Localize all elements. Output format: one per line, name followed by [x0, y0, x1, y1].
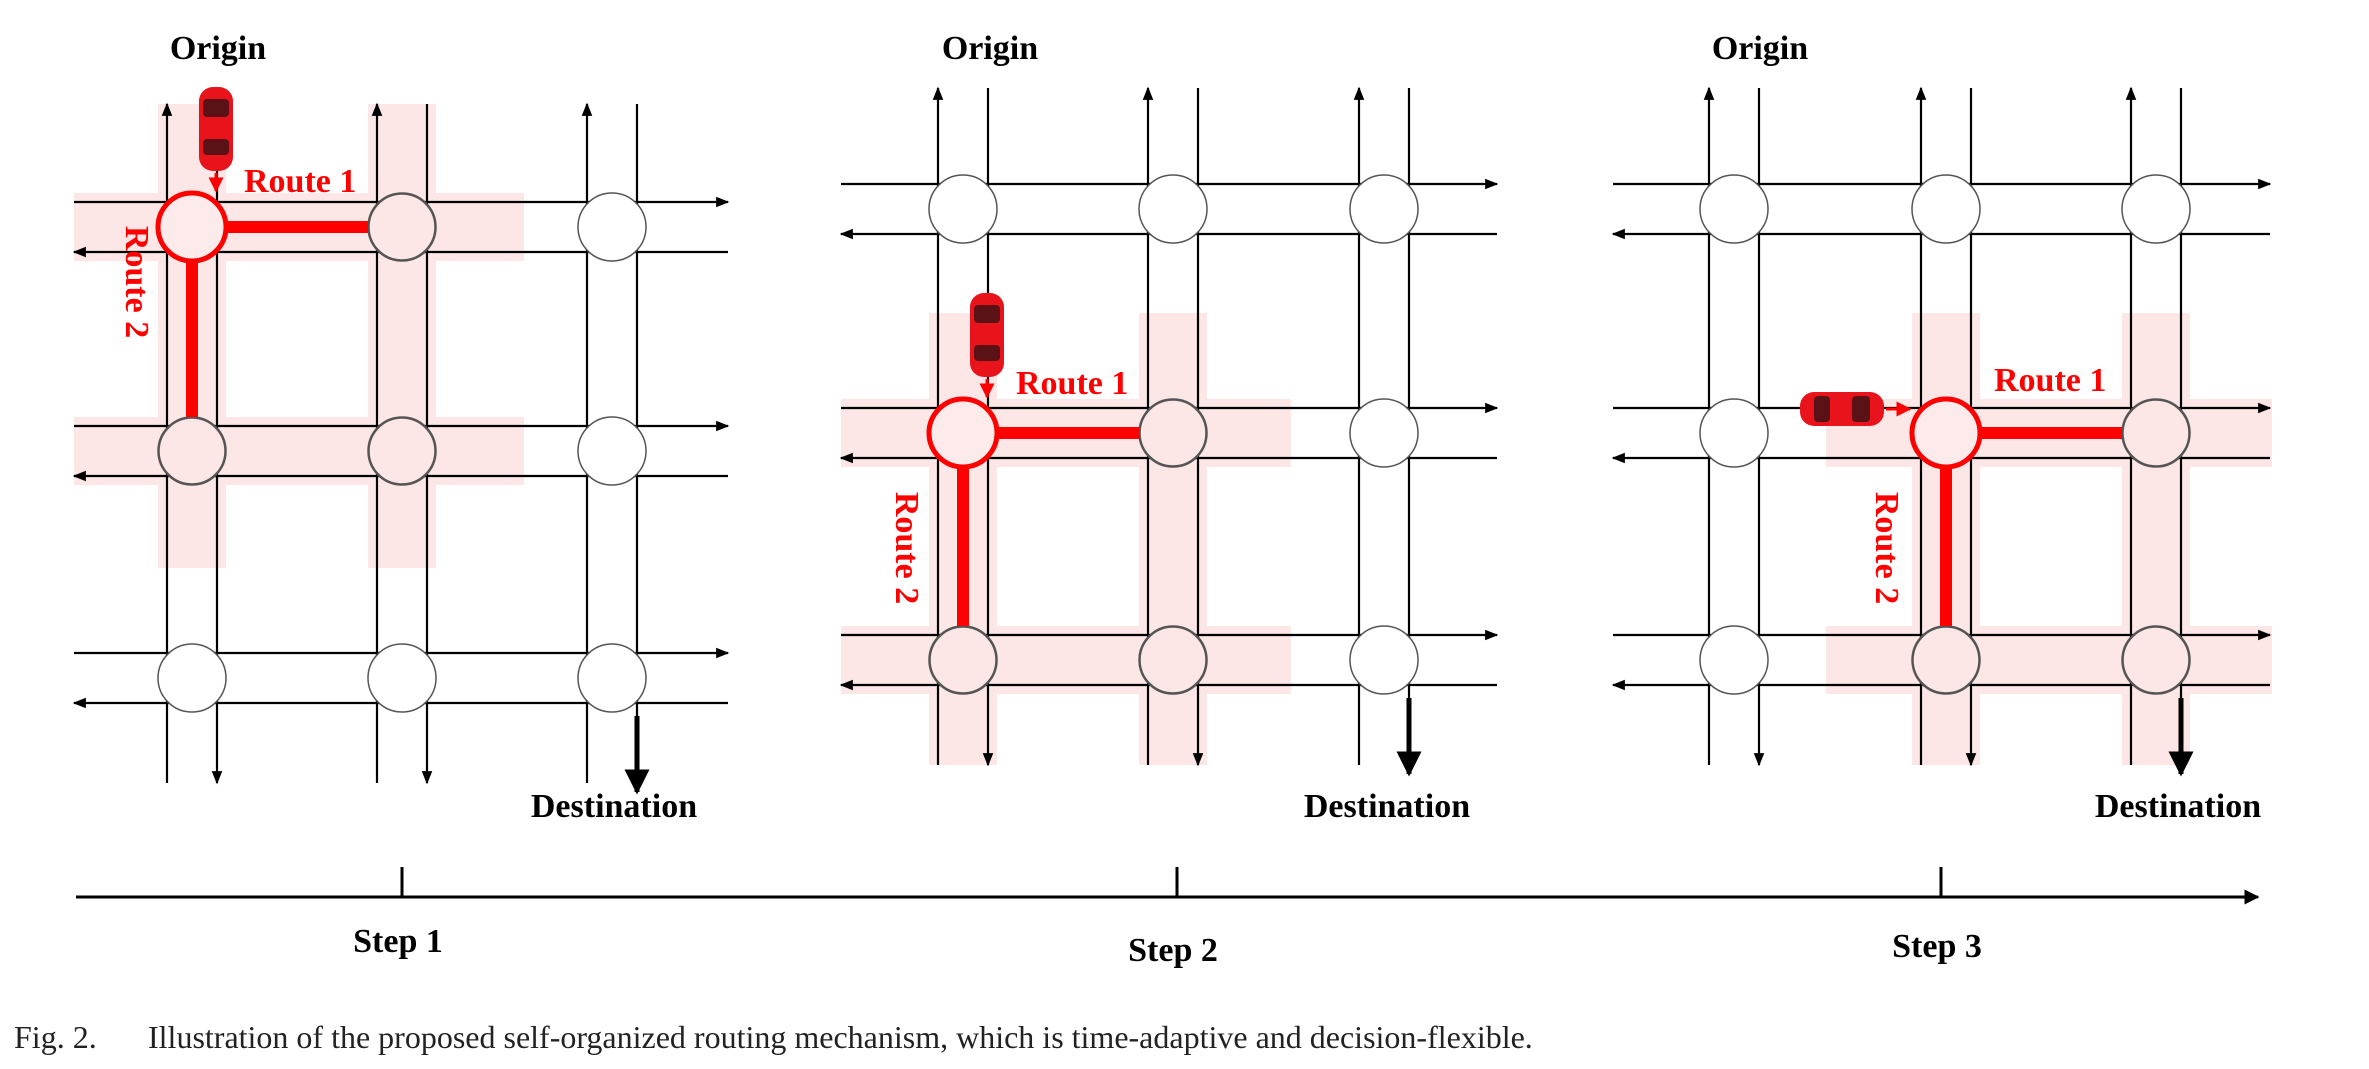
car-windshield: [203, 99, 229, 117]
intersection-node: [1911, 174, 1981, 244]
origin-label: Origin: [170, 30, 266, 67]
vehicle-icon: [970, 293, 1004, 399]
intersection-nodes: [155, 190, 647, 713]
highlight-zones: [74, 104, 524, 568]
highlighted-intersection-node: [158, 417, 226, 485]
highlight-band: [1826, 626, 2272, 694]
origin-label: Origin: [942, 30, 1038, 67]
highlighted-intersection-node: [2122, 626, 2190, 694]
highlight-band: [841, 626, 1291, 694]
step-1-label: Step 1: [353, 923, 443, 960]
candidate-routes: [186, 221, 368, 417]
timeline: Step 1 Step 2 Step 3: [76, 867, 2260, 969]
route-2-label: Route 2: [1868, 492, 1905, 604]
route-2-label: Route 2: [118, 226, 155, 338]
intersection-node: [1349, 398, 1419, 468]
car-rear-window: [974, 345, 1000, 361]
intersection-node: [1349, 174, 1419, 244]
current-intersection-node: [1909, 396, 1983, 470]
highlighted-intersection-node: [368, 417, 436, 485]
route-2-label: Route 2: [888, 492, 925, 604]
highlight-band: [1139, 313, 1207, 765]
vehicle-icon: [199, 87, 233, 193]
current-intersection-node: [926, 396, 1000, 470]
intersection-node: [2121, 174, 2191, 244]
highlighted-intersection-node: [1139, 626, 1207, 694]
intersection-node: [1138, 174, 1208, 244]
intersection-node: [1349, 625, 1419, 695]
caption-label: Fig. 2.: [14, 1019, 97, 1055]
step-2-label: Step 2: [1128, 932, 1218, 969]
highlighted-intersection-node: [929, 626, 997, 694]
figure-caption: Fig. 2. Illustration of the proposed sel…: [14, 1019, 1533, 1055]
candidate-routes: [1940, 427, 2122, 626]
highlight-band: [74, 417, 524, 485]
route-1-label: Route 1: [244, 163, 356, 200]
step-3-label: Step 3: [1892, 928, 1982, 965]
car-windshield: [1852, 396, 1870, 422]
intersection-node: [577, 192, 647, 262]
car-windshield: [974, 305, 1000, 323]
intersection-node: [577, 643, 647, 713]
highlighted-intersection-node: [1912, 626, 1980, 694]
route-1-label: Route 1: [1016, 365, 1128, 402]
intersection-node: [157, 643, 227, 713]
candidate-routes: [957, 427, 1139, 626]
origin-label: Origin: [1712, 30, 1808, 67]
highlight-band: [368, 104, 436, 568]
highlighted-intersection-node: [1139, 399, 1207, 467]
destination-label: Destination: [1304, 788, 1470, 825]
highlight-band: [2122, 313, 2190, 765]
route-1-label: Route 1: [1994, 362, 2106, 399]
panel-step-3: Origin Destination Route 1 Route 2: [1611, 30, 2272, 825]
intersection-node: [577, 416, 647, 486]
highlighted-intersection-node: [2122, 399, 2190, 467]
intersection-node: [1699, 398, 1769, 468]
intersection-node: [1699, 174, 1769, 244]
vehicle-icon: [1800, 392, 1912, 426]
intersection-node: [1699, 625, 1769, 695]
highlighted-intersection-node: [368, 193, 436, 261]
intersection-node: [928, 174, 998, 244]
destination-label: Destination: [531, 788, 697, 825]
panel-step-2: Origin Destination Route 1 Route 2: [839, 30, 1499, 825]
current-intersection-node: [155, 190, 229, 264]
car-rear-window: [1814, 396, 1830, 422]
destination-label: Destination: [2095, 788, 2261, 825]
intersection-node: [367, 643, 437, 713]
car-body: [1800, 392, 1884, 426]
caption-text: Illustration of the proposed self-organi…: [148, 1019, 1533, 1055]
panel-step-1: Origin Destination Route 1 Route 2: [72, 30, 730, 825]
car-rear-window: [203, 139, 229, 155]
intersection-nodes: [926, 174, 1419, 695]
highlight-zones: [1826, 313, 2272, 765]
